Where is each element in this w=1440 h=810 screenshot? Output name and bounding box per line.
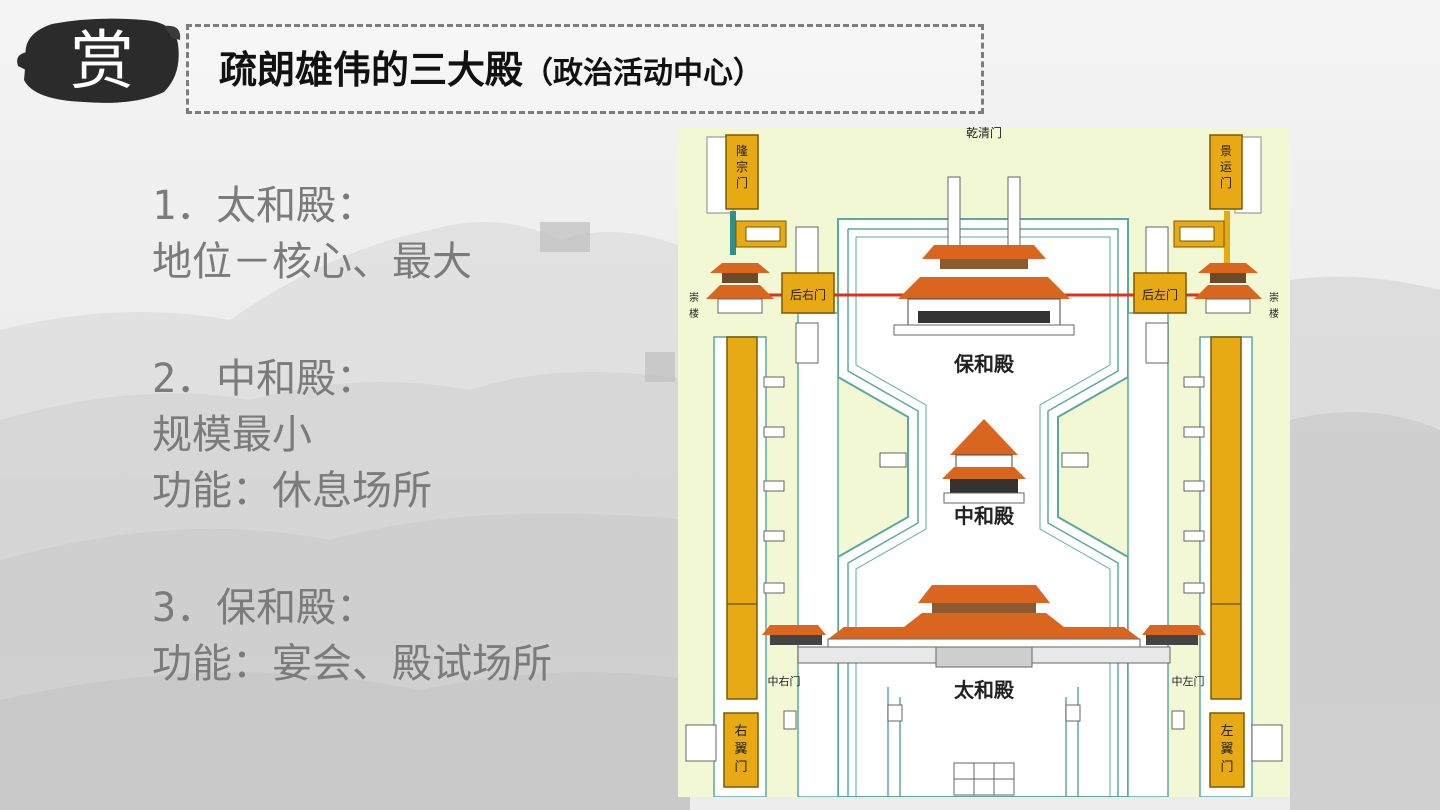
zhonghe-hall [942,419,1026,504]
page-title: 疏朗雄伟的三大殿（政治活动中心） [219,45,763,95]
section-line: 功能：宴会、殿试场所 [152,641,552,687]
longzong-char: 隆 [736,143,748,158]
section-line: 规模最小 [152,412,312,458]
youyi-char: 门 [734,760,747,775]
east-tower [1194,263,1262,314]
chonglou-char: 楼 [1269,307,1279,320]
section-taihe: 1．太和殿： 地位－核心、最大 [152,178,672,290]
houzuo-gate-label: 后左门 [1142,287,1178,302]
section-baohe: 3．保和殿： 功能：宴会、殿试场所 [152,580,672,692]
longzong-gate [725,134,759,210]
jingyun-gate [1209,134,1243,210]
taihe-hall [762,585,1206,668]
badge-char: 赏 [70,25,134,99]
title-box: 疏朗雄伟的三大殿（政治活动中心） [186,24,984,114]
section-badge: 赏 [14,14,182,106]
palace-map: 隆 宗 门 景 运 门 乾清门 崇 楼 [678,127,1290,797]
west-corridor [726,336,758,700]
houyou-gate [781,272,835,314]
jingyun-char: 门 [1220,175,1232,190]
qianqing-gate-label: 乾清门 [966,127,1002,140]
youyi-char: 右 [734,724,747,739]
zuoyi-char: 左 [1220,724,1233,739]
zuoyi-gate [1209,712,1245,788]
longzong-char: 门 [736,175,748,190]
east-corridor [1210,336,1242,700]
youyi-char: 翼 [734,742,747,757]
content-list: 1．太和殿： 地位－核心、最大 2．中和殿： 规模最小 功能：休息场所 3．保和… [152,178,672,692]
youyi-gate [723,712,759,788]
zuoyi-char: 翼 [1220,742,1233,757]
section-line: 地位－核心、最大 [152,239,472,285]
ink-brush-shape [17,18,181,103]
zuoyi-char: 门 [1220,760,1233,775]
section-line: 功能：休息场所 [152,468,432,514]
longzong-char: 宗 [736,159,748,174]
zhongyou-gate-label: 中右门 [768,674,801,688]
houyou-gate-label: 后右门 [790,287,826,302]
baohe-hall-label: 保和殿 [953,352,1015,376]
jingyun-char: 景 [1220,144,1232,158]
section-zhonghe: 2．中和殿： 规模最小 功能：休息场所 [152,351,672,519]
title-sub: （政治活动中心） [523,56,764,91]
west-tower [706,263,774,314]
section-heading: 2．中和殿： [152,356,377,402]
houzuo-gate [1133,272,1187,314]
zhonghe-hall-label: 中和殿 [954,504,1015,528]
baohe-hall [893,245,1075,336]
taihe-hall-label: 太和殿 [954,678,1015,702]
section-heading: 1．太和殿： [152,183,377,229]
section-heading: 3．保和殿： [152,585,377,631]
chonglou-char: 崇 [1269,292,1279,304]
jingyun-char: 运 [1220,160,1232,174]
chonglou-char: 楼 [689,307,699,320]
zhongzuo-gate-label: 中左门 [1172,674,1205,688]
title-main: 疏朗雄伟的三大殿 [219,48,524,92]
chonglou-char: 崇 [689,292,699,304]
